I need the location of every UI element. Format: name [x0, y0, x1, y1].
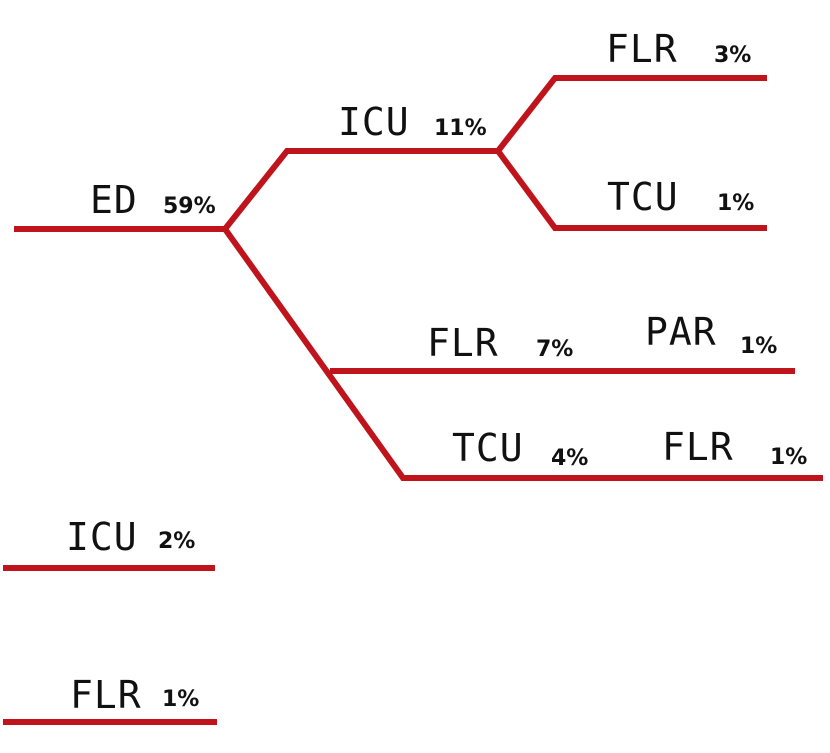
node-name: FLR: [662, 425, 734, 469]
node-percent: 1%: [162, 687, 199, 712]
node-percent: 7%: [536, 337, 573, 362]
node-percent: 59%: [163, 194, 216, 219]
node-ed-icu-flr: FLR 3%: [606, 27, 751, 71]
node-percent: 11%: [434, 116, 487, 141]
node-percent: 1%: [770, 445, 807, 470]
node-name: FLR: [427, 321, 499, 365]
node-ed-icu-tcu: TCU 1%: [607, 175, 754, 219]
node-ed-flr-par: PAR 1%: [645, 310, 777, 359]
node-name: FLR: [70, 673, 142, 717]
node-percent: 2%: [158, 529, 195, 554]
node-percent: 4%: [551, 446, 588, 471]
branch-ed-to-tcu: [222, 227, 823, 481]
node-name: TCU: [452, 426, 524, 470]
node-percent: 3%: [714, 43, 751, 68]
node-name: ICU: [66, 515, 138, 559]
node-name: PAR: [645, 310, 717, 354]
node-percent: 1%: [740, 334, 777, 359]
node-ed-tcu-flr: FLR 1%: [662, 425, 807, 470]
node-ed: ED 59%: [90, 178, 216, 222]
node-percent: 1%: [717, 191, 754, 216]
branch-ed-to-icu: [222, 148, 498, 231]
branch-lines: [3, 75, 823, 725]
node-name: TCU: [607, 175, 679, 219]
branch-icu-to-tcu: [495, 149, 767, 231]
node-ed-icu: ICU 11%: [338, 100, 487, 144]
node-name: FLR: [606, 27, 678, 71]
node-ed-flr: FLR 7%: [427, 321, 573, 365]
branch-icu-to-flr: [495, 75, 767, 153]
node-name: ICU: [338, 100, 410, 144]
node-icu: ICU 2%: [66, 515, 195, 559]
node-ed-tcu: TCU 4%: [452, 426, 588, 471]
node-name: ED: [90, 178, 138, 222]
node-flr: FLR 1%: [70, 673, 199, 717]
